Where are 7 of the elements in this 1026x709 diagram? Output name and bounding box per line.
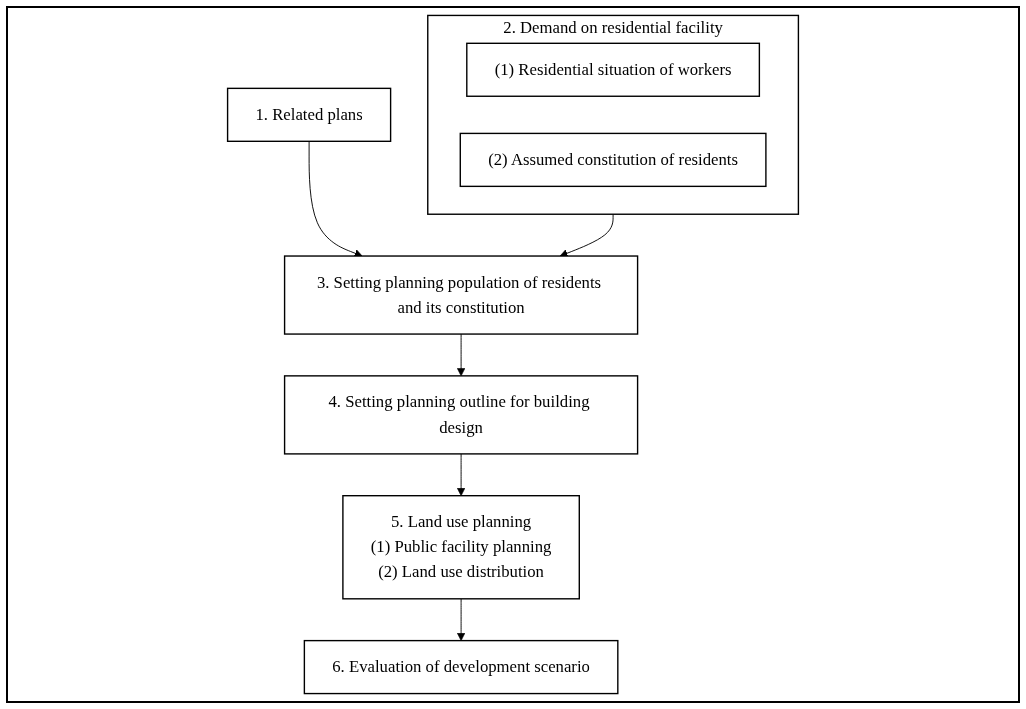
node-box: (2) Assumed constitution of residents: [459, 132, 767, 188]
node-box: 1. Related plans: [226, 87, 392, 142]
node-box: 5. Land use planning (1) Public facility planning (2) Land use distribution: [342, 495, 580, 600]
node-box: 6. Evaluation of development scenario: [303, 639, 619, 695]
node-box: (1) Residential situation of workers: [466, 42, 761, 97]
node-box: 4. Setting planning outline for building design: [283, 375, 639, 455]
node-box: 3. Setting planning population of residents and its constitution: [283, 255, 639, 335]
